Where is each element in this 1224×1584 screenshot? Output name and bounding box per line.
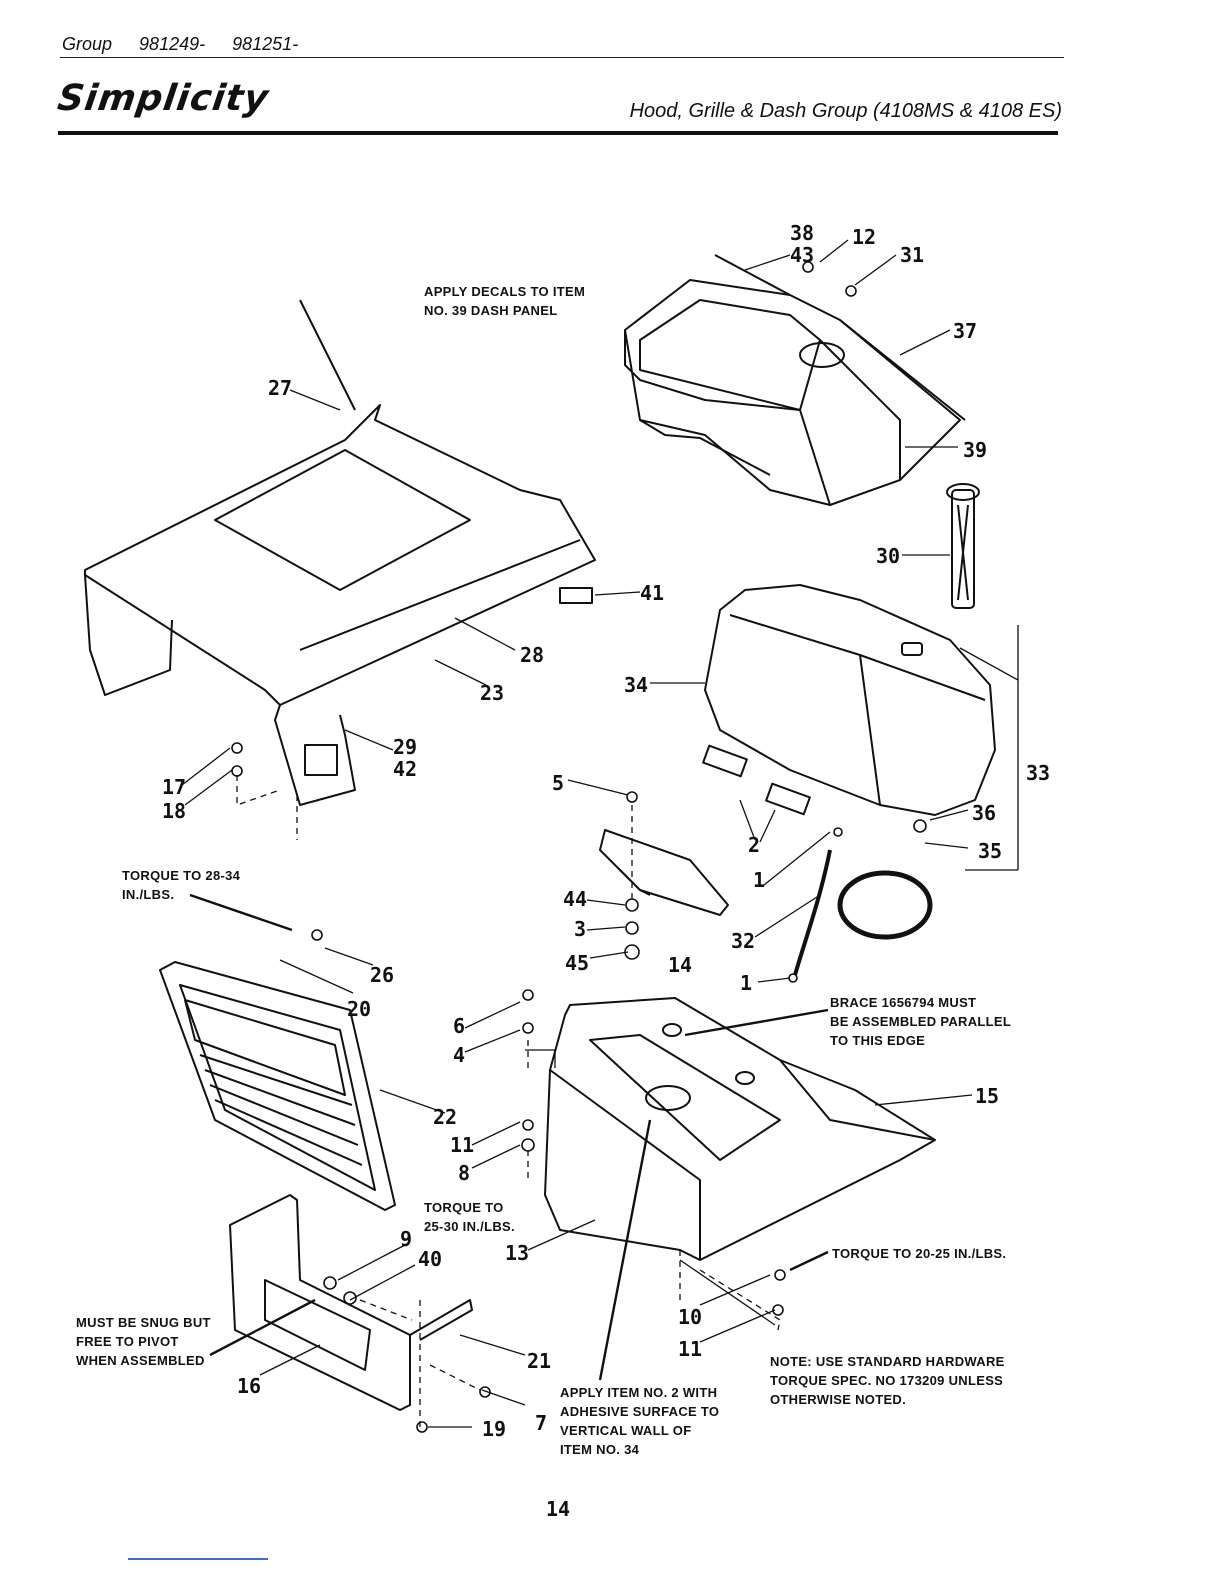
callout-11-lower: 11 xyxy=(678,1337,702,1361)
callout-3: 3 xyxy=(574,917,586,941)
note-apply-decals: APPLY DECALS TO ITEM NO. 39 DASH PANEL xyxy=(424,284,586,318)
bracket-part xyxy=(229,1194,473,1411)
callout-30: 30 xyxy=(876,544,900,568)
callout-15: 15 xyxy=(975,1084,999,1108)
brace-part xyxy=(599,829,729,916)
header-rule-thin xyxy=(60,57,1064,58)
callout-32: 32 xyxy=(731,929,755,953)
fuel-gauge-part xyxy=(946,483,980,609)
callout-34: 34 xyxy=(624,673,648,697)
header-rule-thick xyxy=(58,131,1058,135)
hardware-icons xyxy=(231,261,927,1433)
note-arrows xyxy=(189,893,829,1381)
callout-45: 45 xyxy=(565,951,589,975)
note-torque-26: TORQUE TO 28-34 IN./LBS. xyxy=(122,868,241,902)
callout-42: 42 xyxy=(393,757,417,781)
callout-10: 10 xyxy=(678,1305,702,1329)
callout-39: 39 xyxy=(963,438,987,462)
group-label: Group xyxy=(62,34,113,54)
callout-38: 38 xyxy=(790,221,814,245)
callout-19: 19 xyxy=(482,1417,506,1441)
callout-41: 41 xyxy=(640,581,664,605)
callout-29: 29 xyxy=(393,735,417,759)
callout-12: 12 xyxy=(852,225,876,249)
callout-26: 26 xyxy=(370,963,394,987)
callout-11-upper: 11 xyxy=(450,1133,474,1157)
callout-43: 43 xyxy=(790,243,814,267)
callout-14: 14 xyxy=(668,953,692,977)
callout-16: 16 xyxy=(237,1374,261,1398)
grille-part xyxy=(159,961,396,1211)
callout-9: 9 xyxy=(400,1227,412,1251)
callout-13: 13 xyxy=(505,1241,529,1265)
group-numbers: Group 981249- 981251- xyxy=(62,34,320,55)
callout-6: 6 xyxy=(453,1014,465,1038)
callout-17: 17 xyxy=(162,775,186,799)
callout-27: 27 xyxy=(268,376,292,400)
callout-35: 35 xyxy=(978,839,1002,863)
dash-panel-part xyxy=(624,254,966,506)
callout-numbers: 38 43 12 31 37 39 27 30 41 28 23 34 29 4… xyxy=(162,221,1050,1441)
callout-40: 40 xyxy=(418,1247,442,1271)
page-title: Hood, Grille & Dash Group (4108MS & 4108… xyxy=(629,100,1062,122)
callout-2: 2 xyxy=(748,833,760,857)
group-number-1: 981249- xyxy=(139,34,206,54)
callout-8: 8 xyxy=(458,1161,470,1185)
callout-33: 33 xyxy=(1026,761,1050,785)
callout-1-top: 1 xyxy=(753,868,765,892)
callout-28: 28 xyxy=(520,643,544,667)
callout-36: 36 xyxy=(972,801,996,825)
note-apply-item-2: APPLY ITEM NO. 2 WITH ADHESIVE SURFACE T… xyxy=(560,1385,720,1457)
callout-18: 18 xyxy=(162,799,186,823)
note-snug-pivot: MUST BE SNUG BUT FREE TO PIVOT WHEN ASSE… xyxy=(76,1315,211,1368)
callout-20: 20 xyxy=(347,997,371,1021)
fuel-tank-part xyxy=(702,584,996,816)
callout-37: 37 xyxy=(953,319,977,343)
footer-line xyxy=(128,1558,268,1560)
fuel-hose-part xyxy=(793,849,933,976)
callout-5: 5 xyxy=(552,771,564,795)
hood-part xyxy=(84,299,596,806)
callout-23: 23 xyxy=(480,681,504,705)
note-standard-hardware: NOTE: USE STANDARD HARDWARE TORQUE SPEC.… xyxy=(770,1354,1005,1407)
note-torque-8: TORQUE TO 25-30 IN./LBS. xyxy=(424,1200,515,1234)
page-number: 14 xyxy=(546,1497,571,1521)
dash-support-part xyxy=(544,997,936,1261)
callout-31: 31 xyxy=(900,243,924,267)
callout-21: 21 xyxy=(527,1349,551,1373)
assembly-dashed-lines xyxy=(236,775,781,1430)
callout-7: 7 xyxy=(535,1411,547,1435)
leader-lines xyxy=(181,239,1019,1428)
note-brace-parallel: BRACE 1656794 MUST BE ASSEMBLED PARALLEL… xyxy=(830,995,1012,1048)
callout-1-bottom: 1 xyxy=(740,971,752,995)
group-number-2: 981251- xyxy=(232,34,299,54)
callout-4: 4 xyxy=(453,1043,465,1067)
callout-22: 22 xyxy=(433,1105,457,1129)
note-torque-10: TORQUE TO 20-25 IN./LBS. xyxy=(832,1246,1007,1261)
callout-44: 44 xyxy=(563,887,587,911)
